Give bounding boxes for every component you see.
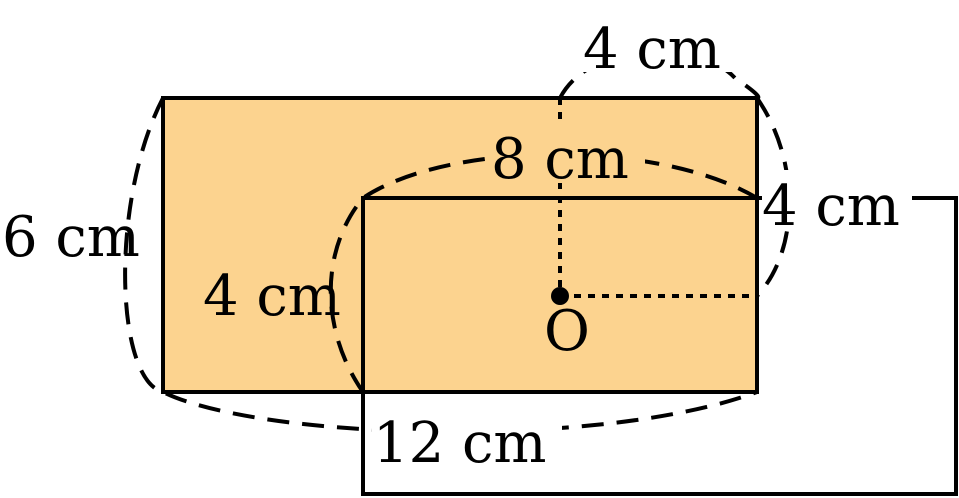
bottom-span-label: 12 cm xyxy=(373,411,547,476)
top-span-label: 8 cm xyxy=(491,127,629,192)
top-span-backing xyxy=(490,125,645,183)
bottom-label-backing xyxy=(372,410,562,470)
outer-dashed-arc xyxy=(123,97,758,434)
large-rectangle xyxy=(161,96,759,394)
top-label-backing xyxy=(582,12,732,72)
middle-dashed-arc xyxy=(328,152,759,394)
inner-left-label: 4 cm xyxy=(203,264,341,329)
top-radius-label: 4 cm xyxy=(583,17,721,82)
right-radius-label: 4 cm xyxy=(762,174,900,239)
left-side-label: 6 cm xyxy=(2,205,140,270)
center-label: O xyxy=(544,299,590,364)
center-point xyxy=(551,287,569,305)
second-rectangle xyxy=(361,196,958,496)
right-label-backing xyxy=(762,170,912,228)
